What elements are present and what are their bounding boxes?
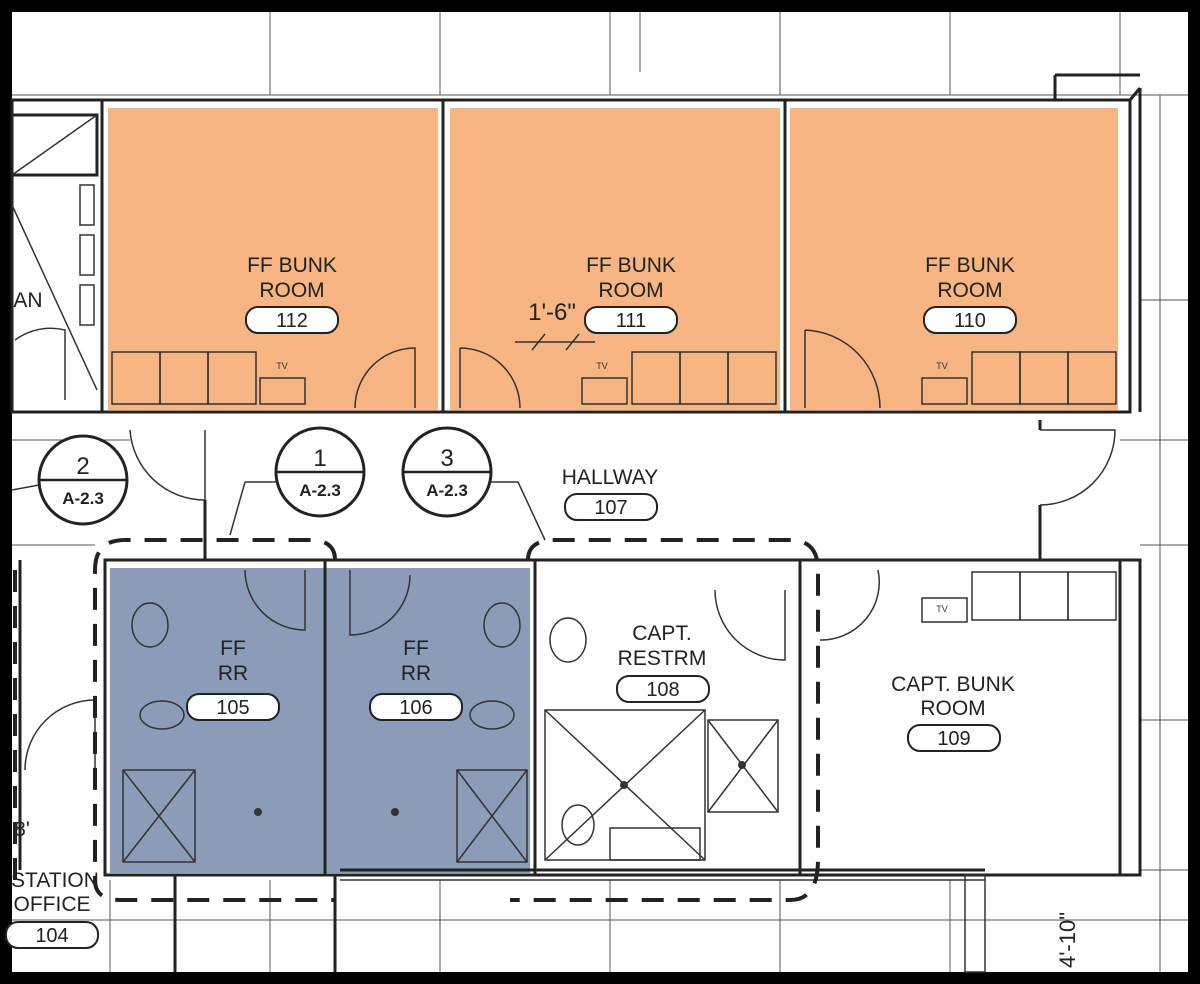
callout-3-number: 3 [440,445,453,472]
room-104-name-line2: OFFICE [14,893,91,916]
tv-label-110: TV [936,361,948,371]
tv-label-111: TV [596,361,608,371]
grid-lines [12,12,1188,972]
room-109-name-line2: ROOM [920,697,985,720]
room-108-name-line1: CAPT. [632,622,692,645]
room-112: FF BUNK ROOM 112 [245,254,339,334]
callout-1-number: 1 [313,445,326,472]
highlight-bunk-112 [108,108,438,410]
room-104: STATION OFFICE 104 [5,869,99,949]
room-112-name-line2: ROOM [259,279,324,302]
highlight-ff-restrooms [110,568,530,873]
plumbing-fixtures [122,602,779,863]
highlight-bunk-111 [450,108,780,410]
room-106-number: 106 [399,697,432,719]
room-111: FF BUNK ROOM 111 [584,254,678,334]
room-106-name-line1: FF [403,637,429,660]
walls [10,73,1142,973]
room-106: FF RR 106 [369,637,463,721]
room-111-number: 111 [616,310,646,332]
room-110-number: 110 [954,310,986,332]
highlight-bunk-110 [790,108,1118,410]
room-105: FF RR 105 [186,637,280,721]
tv-labels: TV TV TV TV [276,361,948,614]
tv-label-109: TV [936,604,948,614]
room-111-name-line1: FF BUNK [586,254,676,277]
callout-3-ref: A-2.3 [426,481,468,500]
room-107: HALLWAY 107 [562,466,658,521]
room-105-name-line1: FF [220,637,246,660]
section-callout-1: 1 A-2.3 [229,426,366,536]
section-callout-2: 2 A-2.3 [11,434,129,526]
room-111-name-line2: ROOM [598,279,663,302]
room-108-name-line2: RESTRM [618,647,707,670]
room-110-name-line2: ROOM [937,279,1002,302]
room-112-name-line1: FF BUNK [247,254,337,277]
room-105-name-line2: RR [218,662,248,685]
callout-2-ref: A-2.3 [62,489,104,508]
dimension-1-6: 1'-6" [528,299,576,326]
room-108-number: 108 [646,679,679,701]
partial-label-8ft: 8' [14,818,30,841]
room-110: FF BUNK ROOM 110 [923,254,1017,334]
callout-2-number: 2 [76,453,89,480]
room-105-number: 105 [216,697,249,719]
room-110-name-line1: FF BUNK [925,254,1015,277]
room-112-number: 112 [276,310,308,332]
room-107-name: HALLWAY [562,466,658,489]
door-swings [14,327,1116,771]
dimension-marker: 1'-6" [515,299,595,351]
room-109-number: 109 [937,728,970,750]
room-108: CAPT. RESTRM 108 [616,622,710,703]
bunk-furniture [111,351,1117,623]
section-callout-3: 3 A-2.3 [401,426,546,541]
room-109: CAPT. BUNK ROOM 109 [891,673,1015,752]
room-109-name-line1: CAPT. BUNK [891,673,1015,696]
callout-1-ref: A-2.3 [299,481,341,500]
dashed-outlines [13,538,820,902]
partial-label-an: AN [13,289,42,312]
tv-label-112: TV [276,361,288,371]
room-107-number: 107 [594,497,627,519]
room-104-number: 104 [35,925,68,947]
room-106-name-line2: RR [401,662,431,685]
room-104-name-line1: STATION [11,869,99,892]
partial-dimension-right: 4'-10" [1055,912,1080,968]
